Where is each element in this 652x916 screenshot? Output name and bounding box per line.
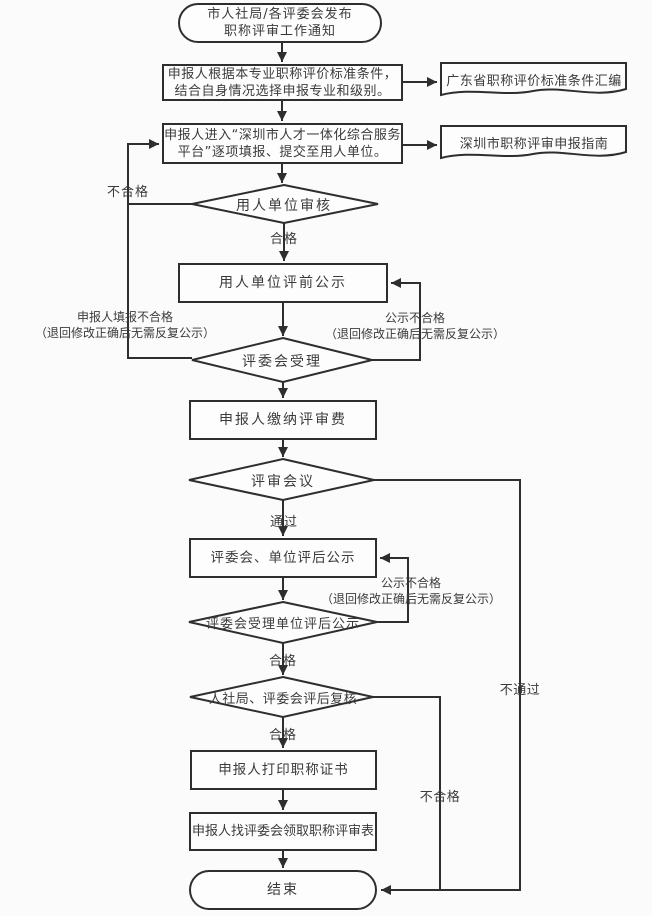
edge-label-publicity-fail-pre: 公示不合格 （退回修改正确后无需反复公示） xyxy=(324,311,505,341)
decision-review-meeting-shape xyxy=(188,457,375,502)
document-shenzhen-guide: 深圳市职称评审申报指南 xyxy=(459,137,609,152)
process-collect-review-form: 申报人找评委会领取职称评审表 xyxy=(189,812,377,851)
decision-committee-accept-label: 评委会受理 xyxy=(242,354,322,370)
edge-label-accept-pass: 合格 xyxy=(268,654,297,669)
arrow-publicity-fail-pre-loop xyxy=(372,278,421,361)
decision-accept-post-publicity-label: 评委会受理单位评后公示 xyxy=(205,617,360,632)
arrow-publicity-fail-post-loop xyxy=(377,553,409,623)
edge-label-recheck-fail: 不合格 xyxy=(419,790,461,805)
decision-employer-review-shape xyxy=(191,183,379,225)
decision-committee-accept-shape xyxy=(191,336,373,384)
document-guangdong-shape xyxy=(440,62,627,97)
process-select-specialty: 申报人根据本专业职称评价标准条件， 结合自身情况选择申报专业和级别。 xyxy=(162,64,403,101)
edge-label-publicity-fail-post: 公示不合格 （退回修改正确后无需反复公示） xyxy=(320,576,501,606)
process-print-certificate: 申报人打印职称证书 xyxy=(190,750,377,790)
document-shenzhen-shape xyxy=(440,125,627,160)
edge-label-employer-pass: 合格 xyxy=(269,232,298,247)
decision-employer-review-label: 用人单位审核 xyxy=(236,198,332,214)
edge-label-meeting-pass: 通过 xyxy=(269,515,298,530)
arrow-meeting-fail-to-end xyxy=(374,479,521,895)
process-pre-review-publicity: 用人单位评前公示 xyxy=(178,263,388,303)
line-recheck-fail-to-end xyxy=(373,696,441,889)
decision-post-recheck-shape xyxy=(189,675,374,719)
decision-post-recheck-label: 人社局、评委会评后复核 xyxy=(208,692,358,707)
arrow-fail-loop-to-fill xyxy=(127,139,192,359)
decision-review-meeting-label: 评审会议 xyxy=(251,474,315,490)
start-terminator: 市人社局/各评委会发布 职称评审工作通知 xyxy=(178,3,382,43)
process-post-review-publicity: 评委会、单位评后公示 xyxy=(189,538,377,578)
edge-label-recheck-pass: 合格 xyxy=(268,728,297,743)
edge-label-employer-fail: 不合格 xyxy=(106,185,149,200)
process-fill-platform: 申报人进入“深圳市人才一体化综合服务 平台”逐项填报、提交至用人单位。 xyxy=(162,123,403,164)
document-guangdong-standards: 广东省职称评价标准条件汇编 xyxy=(446,74,622,89)
end-terminator: 结束 xyxy=(189,870,377,910)
decision-accept-post-publicity-shape xyxy=(188,600,378,645)
process-pay-review-fee: 申报人缴纳评审费 xyxy=(189,400,377,440)
edge-label-meeting-fail: 不通过 xyxy=(499,683,541,698)
edge-label-filing-fail: 申报人填报不合格 （退回修改正确后无需反复公示） xyxy=(34,310,215,340)
